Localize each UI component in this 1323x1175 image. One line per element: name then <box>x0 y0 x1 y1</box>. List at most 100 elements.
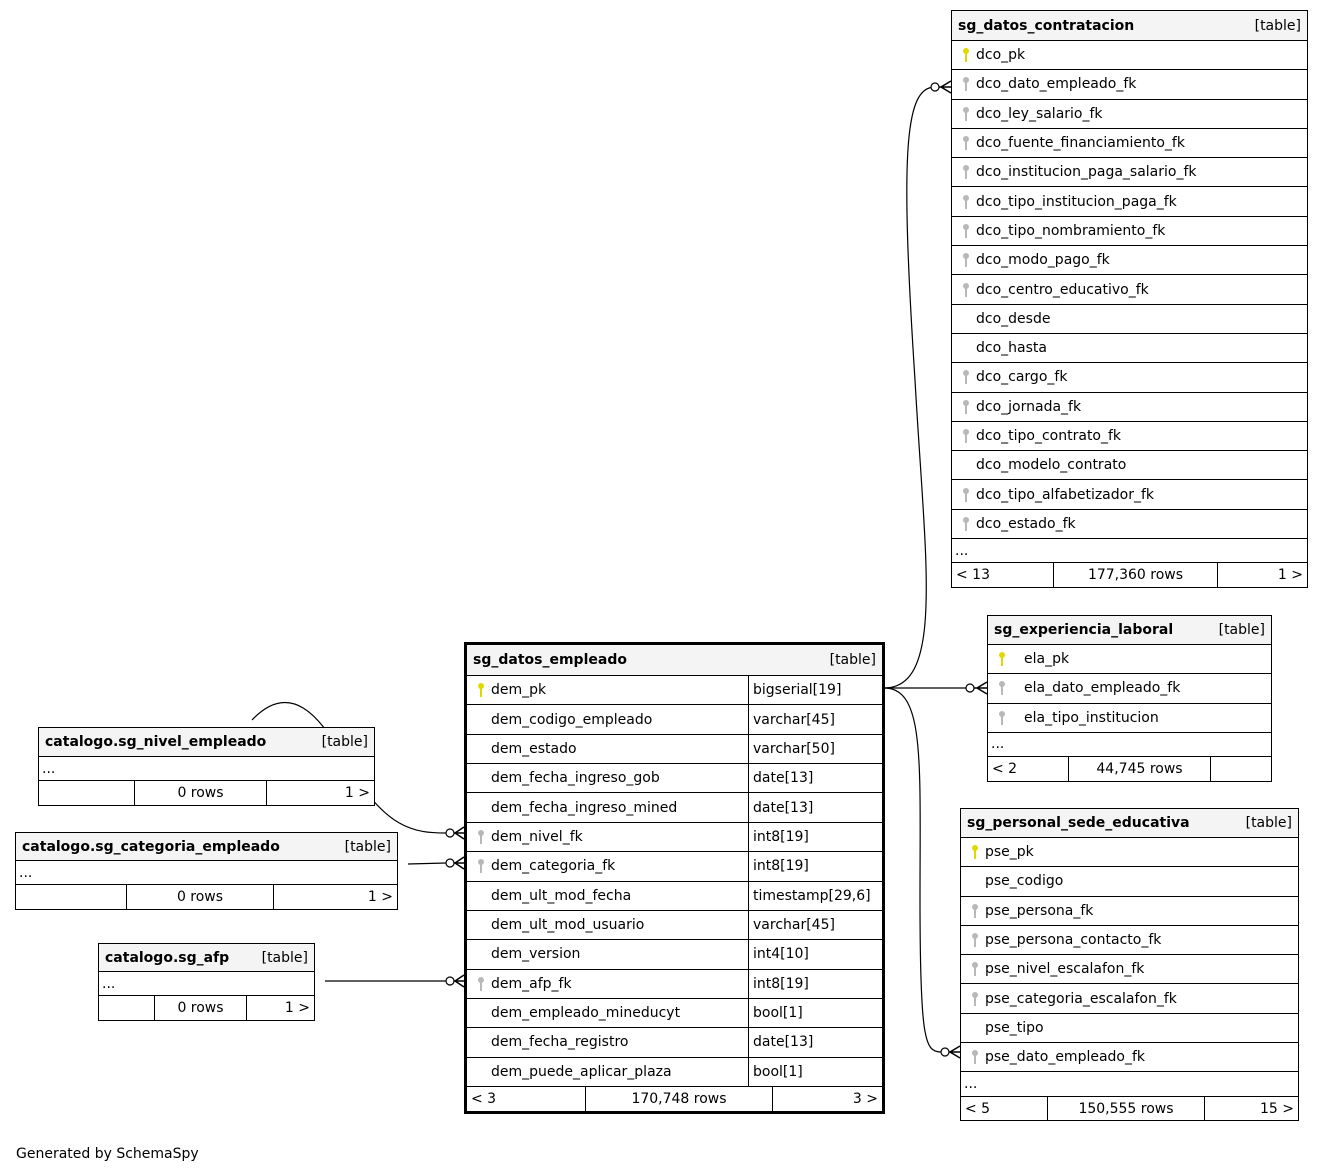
table-categoria[interactable]: catalogo.sg_categoria_empleado[table]...… <box>15 832 398 910</box>
children-count[interactable] <box>1210 756 1271 781</box>
table-header[interactable]: sg_datos_empleado[table] <box>467 645 882 676</box>
row-count: 0 rows <box>134 781 266 805</box>
parents-count[interactable]: < 13 <box>956 567 990 584</box>
row-count: 44,745 rows <box>1068 756 1210 781</box>
parents-count[interactable]: < 2 <box>992 760 1018 777</box>
column-row[interactable]: dco_modo_pago_fk <box>952 246 1307 276</box>
column-type: date[13] <box>748 1028 882 1057</box>
column-row[interactable]: pse_pk <box>961 838 1298 868</box>
column-row[interactable]: dco_pk <box>952 41 1307 71</box>
column-row[interactable]: dco_modelo_contrato <box>952 451 1307 481</box>
table-name: sg_personal_sede_educativa <box>967 815 1190 831</box>
column-row[interactable]: pse_nivel_escalafon_fk <box>961 955 1298 985</box>
table-header[interactable]: sg_datos_contratacion[table] <box>952 11 1307 41</box>
parents-count[interactable] <box>39 781 134 805</box>
table-header[interactable]: catalogo.sg_afp[table] <box>99 944 314 972</box>
column-name: dco_tipo_institucion_paga_fk <box>976 193 1177 210</box>
more-columns[interactable]: ... <box>988 733 1271 757</box>
children-count[interactable]: 1 > <box>266 781 374 805</box>
primary-key-icon <box>956 47 976 63</box>
table-kind: [table] <box>829 652 876 668</box>
foreign-key-icon <box>956 223 976 239</box>
column-row[interactable]: pse_tipo <box>961 1014 1298 1044</box>
parents-count[interactable] <box>99 996 154 1020</box>
table-header[interactable]: catalogo.sg_nivel_empleado[table] <box>39 728 374 757</box>
table-header[interactable]: catalogo.sg_categoria_empleado[table] <box>16 833 397 861</box>
column-row[interactable]: dco_tipo_contrato_fk <box>952 422 1307 452</box>
column-row[interactable]: ela_dato_empleado_fk <box>988 674 1271 704</box>
column-name: dco_pk <box>976 47 1026 64</box>
column-row[interactable]: pse_persona_fk <box>961 897 1298 926</box>
column-name: dem_ult_mod_fecha <box>491 887 632 904</box>
column-name: pse_pk <box>985 844 1034 861</box>
primary-key-icon <box>992 651 1012 667</box>
column-row[interactable]: dco_institucion_paga_salario_fk <box>952 158 1307 188</box>
column-row[interactable]: dco_hasta <box>952 334 1307 364</box>
column-name: pse_dato_empleado_fk <box>985 1049 1146 1066</box>
more-columns[interactable]: ... <box>39 757 374 781</box>
table-footer: < 2 44,745 rows <box>988 756 1271 781</box>
column-type: varchar[45] <box>748 705 882 734</box>
column-row[interactable]: dco_tipo_alfabetizador_fk <box>952 480 1307 510</box>
column-row[interactable]: dco_ley_salario_fk <box>952 100 1307 129</box>
column-row[interactable]: ela_pk <box>988 645 1271 675</box>
column-row[interactable]: dco_estado_fk <box>952 510 1307 540</box>
more-columns[interactable]: ... <box>961 1072 1298 1098</box>
column-row[interactable]: pse_dato_empleado_fk <box>961 1043 1298 1073</box>
column-row[interactable]: dco_tipo_institucion_paga_fk <box>952 187 1307 217</box>
column-type: int8[19] <box>748 822 882 852</box>
children-count[interactable]: 15 > <box>1204 1097 1298 1121</box>
column-name: pse_tipo <box>985 1019 1044 1036</box>
more-columns[interactable]: ... <box>99 972 314 996</box>
table-name: catalogo.sg_afp <box>105 949 230 966</box>
column-row[interactable]: pse_codigo <box>961 867 1298 897</box>
column-row[interactable]: dco_cargo_fk <box>952 363 1307 393</box>
table-header[interactable]: sg_experiencia_laboral[table] <box>988 616 1271 645</box>
column-row[interactable]: dco_jornada_fk <box>952 393 1307 422</box>
foreign-key-icon <box>965 961 985 977</box>
column-row[interactable]: pse_categoria_escalafon_fk <box>961 984 1298 1014</box>
foreign-key-icon <box>956 164 976 180</box>
parents-count[interactable]: < 5 <box>965 1100 991 1117</box>
children-count[interactable]: 1 > <box>246 996 314 1020</box>
table-nivel[interactable]: catalogo.sg_nivel_empleado[table]... 0 r… <box>38 727 375 806</box>
column-row[interactable]: dco_centro_educativo_fk <box>952 275 1307 305</box>
children-count[interactable]: 1 > <box>273 885 397 909</box>
table-contratacion[interactable]: sg_datos_contratacion[table] dco_pk dco_da… <box>951 10 1308 589</box>
parents-count[interactable]: < 3 <box>471 1091 497 1108</box>
column-row[interactable]: dco_dato_empleado_fk <box>952 70 1307 100</box>
foreign-key-icon <box>956 487 976 503</box>
column-row[interactable]: dco_fuente_financiamiento_fk <box>952 129 1307 159</box>
column-row[interactable]: pse_persona_contacto_fk <box>961 926 1298 956</box>
more-columns[interactable]: ... <box>16 861 397 885</box>
children-count[interactable]: 1 > <box>1217 563 1307 588</box>
children-count[interactable]: 3 > <box>772 1087 882 1112</box>
foreign-key-icon <box>956 282 976 298</box>
table-header[interactable]: sg_personal_sede_educativa[table] <box>961 809 1298 838</box>
table-name: catalogo.sg_categoria_empleado <box>22 838 280 855</box>
table-afp[interactable]: catalogo.sg_afp[table]... 0 rows 1 > <box>98 943 315 1021</box>
column-row[interactable]: ela_tipo_institucion <box>988 704 1271 733</box>
column-name: pse_nivel_escalafon_fk <box>985 961 1145 978</box>
column-row[interactable]: dco_desde <box>952 305 1307 334</box>
parents-count[interactable] <box>16 885 126 909</box>
column-row[interactable]: dco_tipo_nombramiento_fk <box>952 217 1307 247</box>
more-columns[interactable]: ... <box>952 539 1307 564</box>
